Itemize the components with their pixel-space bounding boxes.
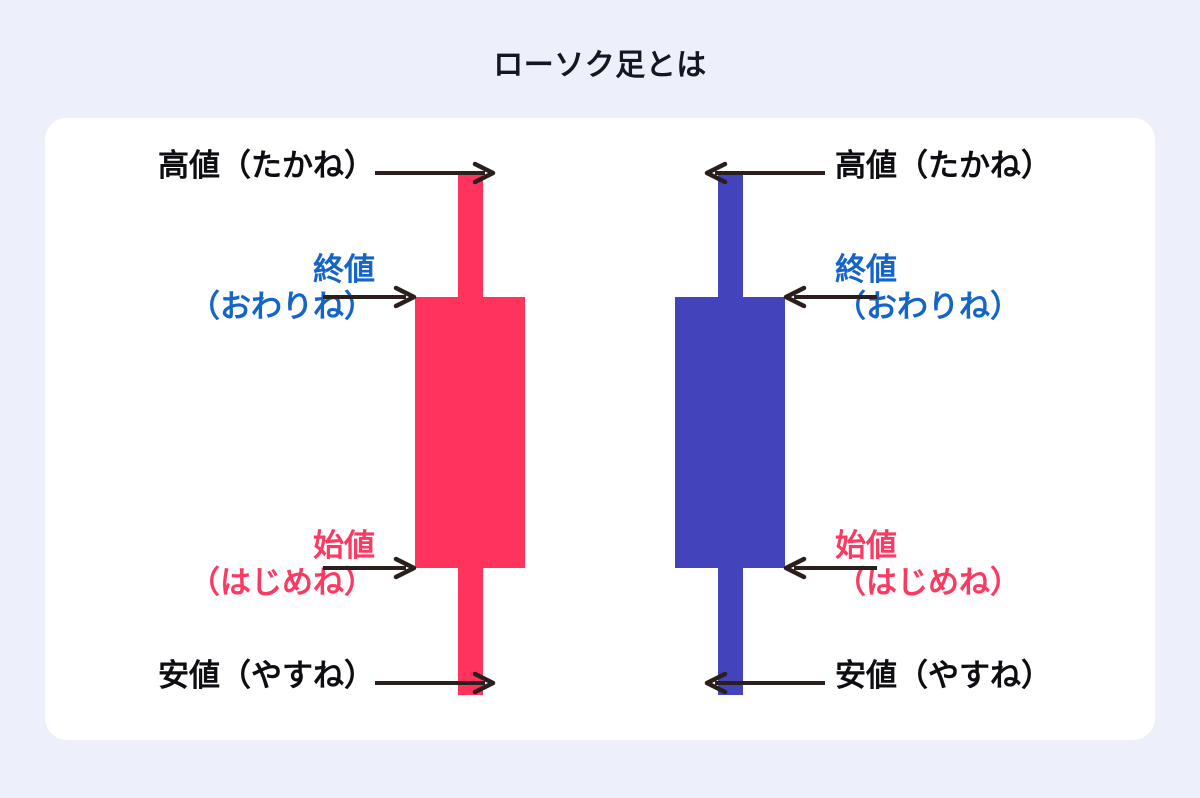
arrow-right-icon-red-close — [323, 284, 418, 310]
arrow-left-icon-blue-high — [703, 160, 825, 186]
arrow-right-icon-red-high — [375, 160, 497, 186]
blue-candle-wick — [718, 173, 743, 695]
red-open-label: 始値 （はじめね） — [189, 528, 375, 601]
blue-candle-body — [675, 297, 785, 568]
page-title: ローソク足とは — [493, 48, 707, 83]
red-low-label: 安値（やすね） — [158, 658, 375, 694]
blue-high-label: 高値（たかね） — [835, 148, 1052, 184]
arrow-left-icon-blue-open — [782, 555, 877, 581]
blue-candle — [45, 118, 1155, 740]
diagram-card: 高値（たかね） 終値 （おわりね） 始値 （はじめね） 安値（やすね） 高値（た… — [45, 118, 1155, 740]
arrow-right-icon-red-open — [323, 555, 418, 581]
arrow-left-icon-blue-close — [782, 284, 877, 310]
blue-low-label: 安値（やすね） — [835, 658, 1052, 694]
red-candle-body — [415, 297, 525, 568]
blue-open-label: 始値 （はじめね） — [835, 528, 1021, 601]
red-candle — [45, 118, 1155, 740]
red-close-label: 終値 （おわりね） — [189, 252, 375, 325]
arrow-right-icon-red-low — [375, 670, 497, 696]
blue-close-label: 終値 （おわりね） — [835, 252, 1021, 325]
arrow-left-icon-blue-low — [703, 670, 825, 696]
red-high-label: 高値（たかね） — [158, 148, 375, 184]
red-candle-wick — [458, 173, 483, 695]
